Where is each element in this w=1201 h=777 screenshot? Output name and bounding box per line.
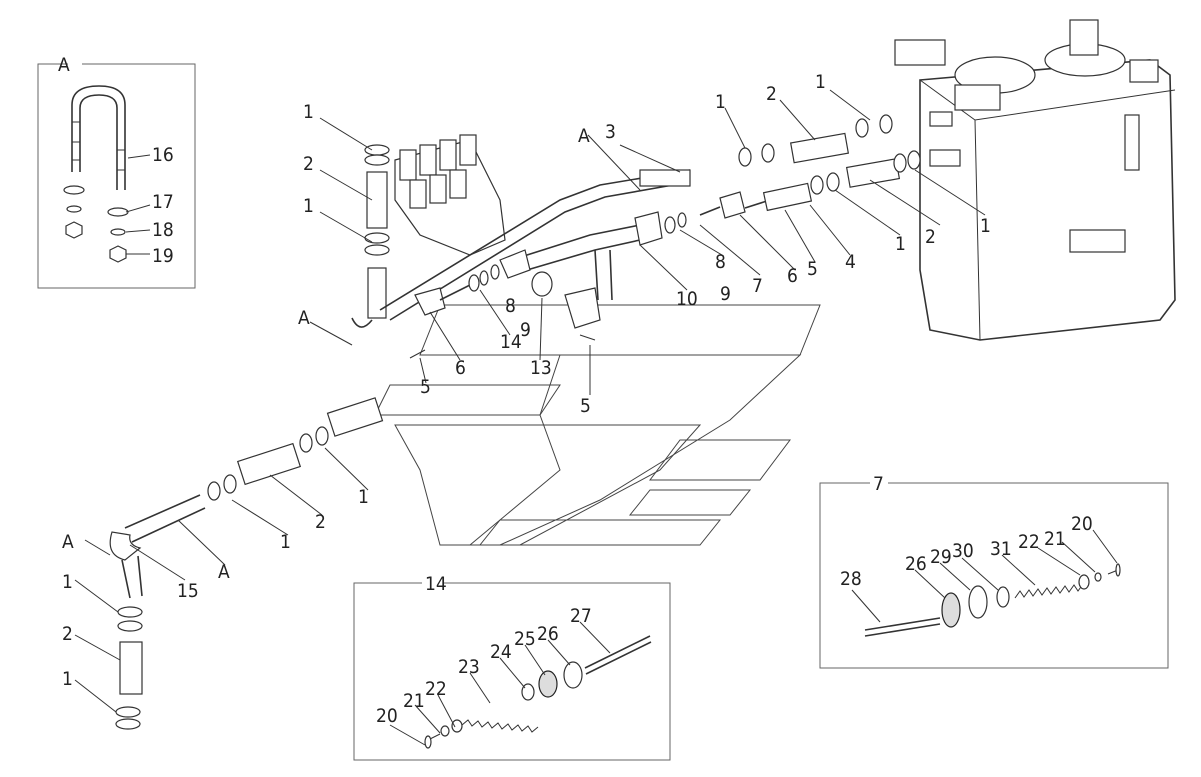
label-5-b: 5 [580, 395, 591, 417]
group-7-label-21: 21 [1044, 528, 1066, 550]
label-A-c: A [62, 531, 74, 553]
label-5-a: 5 [420, 376, 431, 398]
upper-piping [351, 114, 921, 359]
group-7-label-20: 20 [1071, 513, 1093, 535]
leader-lines [74, 89, 986, 713]
label-2-c: 2 [925, 226, 936, 248]
label-10: 10 [676, 288, 698, 310]
group-7-label-29: 29 [930, 546, 952, 568]
label-1-a: 1 [303, 101, 314, 123]
label-19: 19 [152, 245, 174, 267]
hydraulic-tank [894, 19, 1176, 341]
label-1-f: 1 [980, 215, 991, 237]
label-9-a: 9 [520, 319, 531, 341]
label-1-g: 1 [358, 486, 369, 508]
control-valve [394, 134, 506, 256]
group-7-label-22: 22 [1018, 531, 1040, 553]
group-14-box: 14 20 21 22 23 24 25 26 27 [353, 573, 671, 761]
label-16: 16 [152, 144, 174, 166]
label-17: 17 [152, 191, 174, 213]
group-14-title: 14 [425, 573, 447, 595]
group-7-label-26: 26 [905, 553, 927, 575]
label-1-h: 1 [280, 531, 291, 553]
label-8-a: 8 [505, 295, 516, 317]
watermark-logo [374, 304, 821, 546]
label-2-b: 2 [766, 83, 777, 105]
group-14-label-22: 22 [425, 678, 447, 700]
group-7-label-28: 28 [840, 568, 862, 590]
group-7-label-30: 30 [952, 540, 974, 562]
group-14-label-23: 23 [458, 656, 480, 678]
label-6-a: 6 [455, 357, 466, 379]
label-15: 15 [177, 580, 199, 602]
label-A-b: A [578, 125, 590, 147]
group-7-title: 7 [873, 473, 884, 495]
label-2-a: 2 [303, 153, 314, 175]
detail-a-box: A 16 17 18 19 [37, 54, 196, 289]
label-A-a: A [298, 307, 310, 329]
group-14-label-20: 20 [376, 705, 398, 727]
label-A-d: A [218, 561, 230, 583]
group-14-label-26: 26 [537, 623, 559, 645]
label-6-b: 6 [787, 265, 798, 287]
label-7: 7 [752, 275, 763, 297]
label-4: 4 [845, 251, 856, 273]
main-labels: 1 2 1 A 6 14 8 9 13 5 5 A 3 10 8 9 7 6 5… [62, 71, 991, 690]
label-1-j: 1 [62, 668, 73, 690]
group-14-label-24: 24 [490, 641, 512, 663]
group-7-label-31: 31 [990, 538, 1012, 560]
group-14-label-27: 27 [570, 605, 592, 627]
label-3: 3 [605, 121, 616, 143]
detail-a-title: A [58, 54, 70, 76]
label-8-b: 8 [715, 251, 726, 273]
label-1-e: 1 [895, 233, 906, 255]
group-14-label-25: 25 [514, 628, 536, 650]
group-7-box: 7 20 21 22 31 30 29 26 28 [819, 473, 1169, 669]
label-14-a: 14 [500, 331, 522, 353]
label-9-b: 9 [720, 283, 731, 305]
label-1-i: 1 [62, 571, 73, 593]
group-14-label-21: 21 [403, 690, 425, 712]
label-2-e: 2 [62, 623, 73, 645]
suction-line [109, 397, 384, 730]
label-1-d: 1 [815, 71, 826, 93]
label-13: 13 [530, 357, 552, 379]
label-18: 18 [152, 219, 174, 241]
label-1-b: 1 [303, 195, 314, 217]
label-5-c: 5 [807, 258, 818, 280]
label-2-d: 2 [315, 511, 326, 533]
label-1-c: 1 [715, 91, 726, 113]
